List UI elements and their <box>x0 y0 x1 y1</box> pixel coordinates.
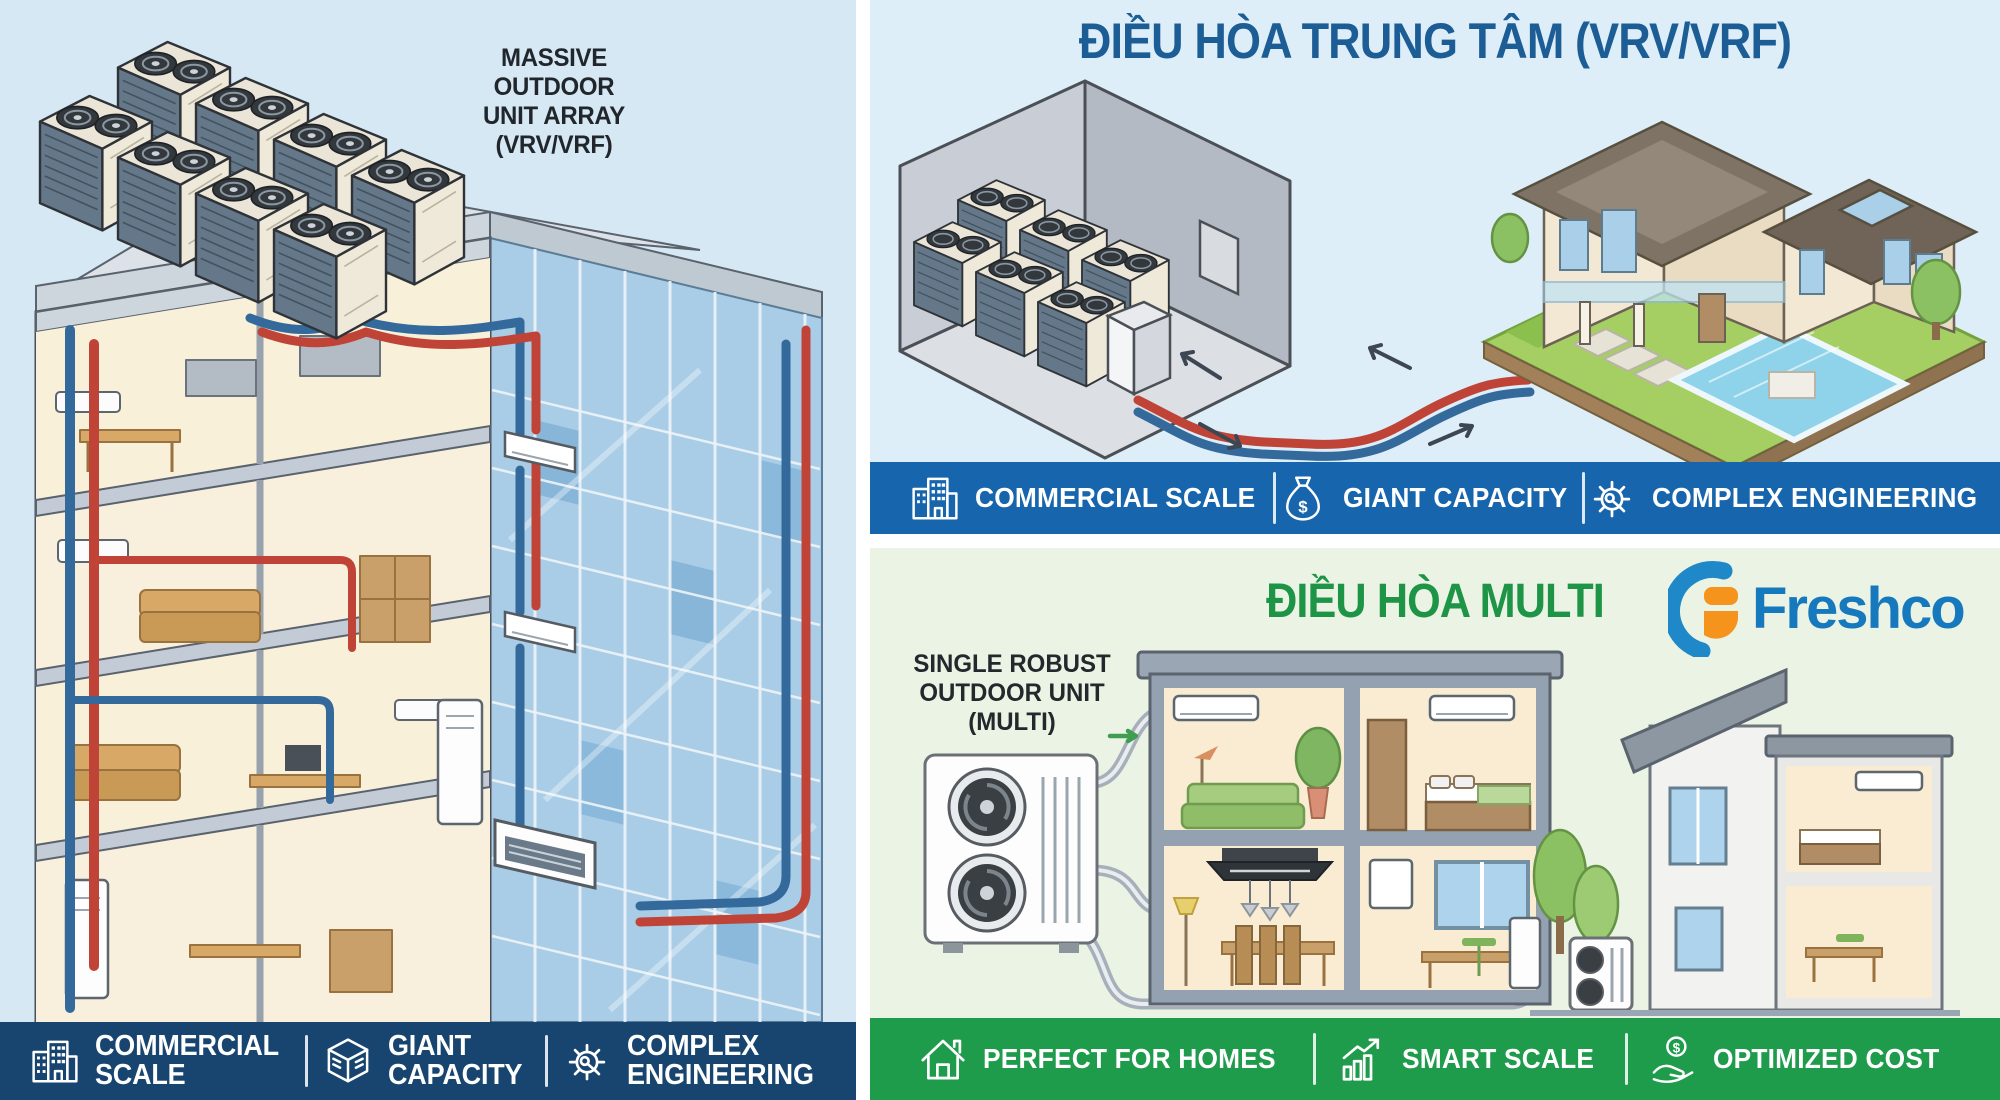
feature-label: SMART SCALE <box>1401 1043 1594 1074</box>
plant-room <box>898 79 1292 460</box>
svg-text:$: $ <box>1299 498 1309 517</box>
multi-caption: SINGLE ROBUST OUTDOOR UNIT (MULTI) <box>903 650 1122 737</box>
caption-line: (VRV/VRF) <box>495 131 613 159</box>
feature-label: GIANT CAPACITY <box>387 1030 523 1091</box>
brand-logo: Freshco <box>1663 556 1988 660</box>
feature-smart-scale: SMART SCALE <box>1335 1032 1606 1086</box>
divider <box>1624 1033 1628 1085</box>
feature-giant-capacity: GIANT CAPACITY <box>321 1032 532 1090</box>
feature-commercial-scale: COMMERCIAL SCALE <box>28 1032 293 1090</box>
freshco-logo-icon <box>1663 559 1742 660</box>
refrigerant-pipes <box>65 313 811 1013</box>
feature-complex-engineering: COMPLEX ENGINEERING <box>560 1032 828 1090</box>
divider <box>1313 1033 1316 1085</box>
svg-text:$: $ <box>1673 1040 1681 1055</box>
building-icon <box>908 471 962 525</box>
capacity-box-icon <box>321 1034 375 1088</box>
feature-complex-engineering: COMPLEX ENGINEERING <box>1585 471 1998 525</box>
feature-commercial-scale: COMMERCIAL SCALE <box>908 471 1273 525</box>
gear-icon <box>1585 471 1639 525</box>
right-column: ĐIỀU HÒA TRUNG TÂM (VRV/VRF) <box>870 0 2000 1100</box>
multi-section: ĐIỀU HÒA MULTI Freshco SINGLE ROBUST OUT… <box>870 548 2000 1100</box>
feature-perfect-for-homes: PERFECT FOR HOMES <box>916 1032 1294 1086</box>
divider <box>305 1035 309 1087</box>
caption-line: MASSIVE OUTDOOR <box>493 44 615 101</box>
vrv-villa-illustration <box>898 79 1988 462</box>
building-icon <box>28 1034 82 1088</box>
vrv-feature-bar: COMMERCIAL SCALE $ GIANT CAPACITY <box>870 462 2000 534</box>
feature-giant-capacity: $ GIANT CAPACITY <box>1276 471 1582 525</box>
vrv-title: ĐIỀU HÒA TRUNG TÂM (VRV/VRF) <box>1078 13 1792 69</box>
feature-optimized-cost: $ OPTIMIZED COST <box>1646 1032 1954 1086</box>
caption-line: (MULTI) <box>968 708 1056 736</box>
feature-label: COMMERCIAL SCALE <box>975 482 1256 513</box>
caption-line: SINGLE ROBUST <box>913 650 1111 678</box>
vrv-building-panel: MASSIVE OUTDOOR UNIT ARRAY (VRV/VRF) <box>0 0 856 1100</box>
feature-label: GIANT CAPACITY <box>1343 482 1568 513</box>
feature-label: COMMERCIAL SCALE <box>95 1030 279 1091</box>
divider <box>544 1035 548 1087</box>
feature-label: PERFECT FOR HOMES <box>983 1043 1276 1074</box>
bedroom <box>1366 694 1532 832</box>
divider <box>1273 472 1277 524</box>
left-feature-bar: COMMERCIAL SCALE GIANT CAPACITY <box>0 1022 856 1100</box>
feature-label: COMPLEX ENGINEERING <box>627 1030 814 1091</box>
second-house <box>1530 667 1960 1016</box>
dining-room <box>1172 848 1335 986</box>
living-room <box>1172 694 1342 830</box>
brand-name: Freshco <box>1752 575 1966 641</box>
gear-icon <box>560 1034 614 1088</box>
feature-label: OPTIMIZED COST <box>1713 1043 1940 1074</box>
hand-coin-icon: $ <box>1646 1032 1700 1086</box>
multi-home-illustration <box>923 650 1960 1016</box>
caption-line: OUTDOOR UNIT <box>919 679 1105 707</box>
left-caption: MASSIVE OUTDOOR UNIT ARRAY (VRV/VRF) <box>443 44 666 160</box>
home-icon <box>916 1032 970 1086</box>
money-bag-icon: $ <box>1276 471 1330 525</box>
vrv-pipes <box>1133 343 1535 461</box>
growth-chart-icon <box>1335 1032 1389 1086</box>
office-room <box>1368 858 1542 990</box>
divider <box>1581 472 1585 524</box>
multi-title: ĐIỀU HÒA MULTI <box>1266 575 1605 628</box>
multi-feature-bar: PERFECT FOR HOMES SMART SCALE <box>870 1018 2000 1100</box>
wall-ac-units <box>493 430 597 890</box>
caption-line: UNIT ARRAY <box>482 102 626 130</box>
house-cross-section <box>1136 650 1564 1006</box>
commercial-building-illustration <box>34 40 823 1022</box>
feature-label: COMPLEX ENGINEERING <box>1651 482 1978 513</box>
villa <box>1480 120 1988 462</box>
multi-outdoor-unit <box>923 753 1099 953</box>
vrv-section: ĐIỀU HÒA TRUNG TÂM (VRV/VRF) <box>870 0 2000 534</box>
